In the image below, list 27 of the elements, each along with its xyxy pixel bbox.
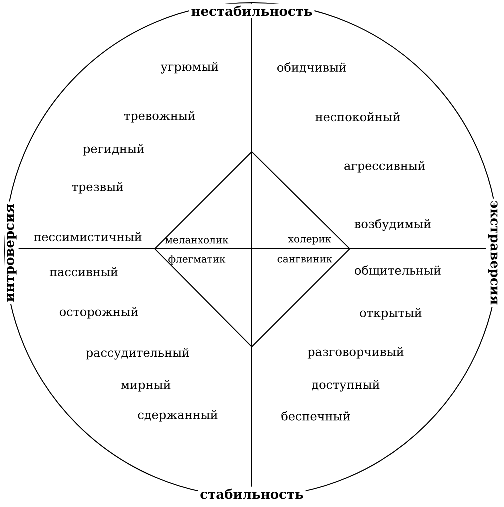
trait-label: неспокойный — [316, 112, 400, 122]
temperament-label: холерик — [288, 237, 332, 245]
trait-label: открытый — [360, 308, 422, 320]
trait-label: осторожный — [60, 307, 138, 319]
temperament-label: сангвиник — [278, 257, 333, 263]
trait-label: общительный — [355, 266, 441, 276]
trait-label: пессимистичный — [34, 232, 142, 242]
trait-label: тревожный — [124, 111, 196, 123]
trait-label: обидчивый — [278, 62, 346, 74]
temperament-label: меланхолик — [166, 238, 229, 244]
trait-label: угрюмый — [160, 62, 219, 74]
trait-label: трезвый — [72, 182, 124, 194]
trait-label: рассудительный — [86, 348, 190, 360]
axis-label: экстраверсия — [486, 198, 500, 308]
trait-label: возбудимый — [354, 219, 431, 231]
trait-label: мирный — [121, 380, 171, 392]
axis-label: нестабильность — [189, 4, 315, 18]
temperament-label: флегматик — [168, 255, 226, 265]
trait-label: доступный — [312, 380, 380, 392]
trait-label: пассивный — [50, 267, 118, 277]
trait-label: регидный — [83, 144, 144, 156]
trait-label: беспечный — [282, 411, 350, 421]
axis-label: интроверсия — [5, 202, 19, 304]
trait-label: разговорчивый — [308, 347, 404, 359]
trait-label: агрессивный — [344, 161, 426, 173]
trait-label: сдержанный — [138, 410, 218, 422]
axis-label: стабильность — [198, 486, 306, 502]
